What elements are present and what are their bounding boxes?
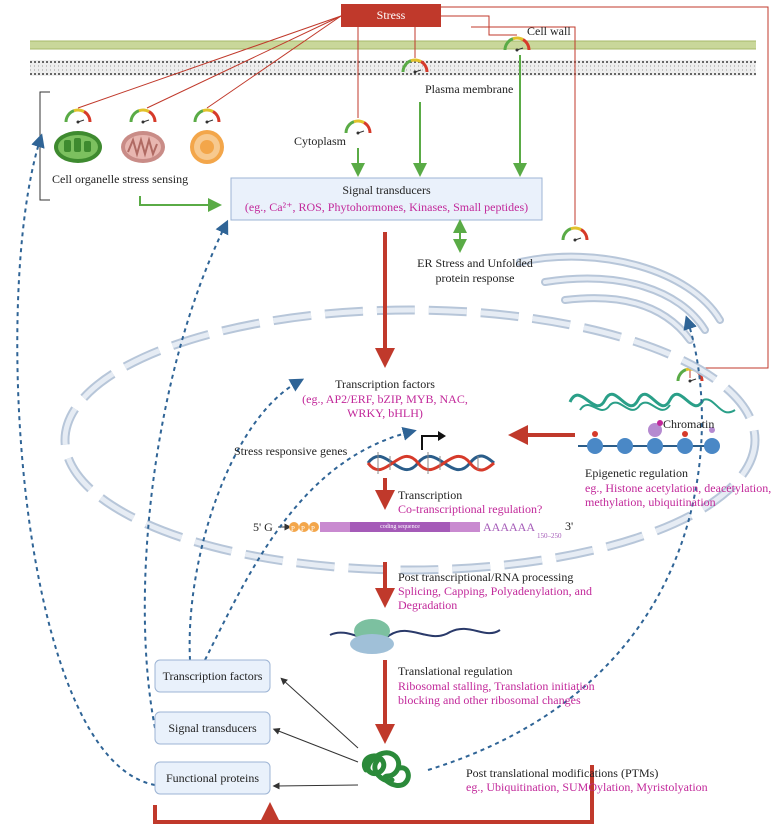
post-transcriptional-line1: Splicing, Capping, Polyadenylation, and <box>398 584 592 598</box>
translational-line1: Ribosomal stalling, Translation initiati… <box>398 679 595 693</box>
ppp-p1: P <box>291 525 295 533</box>
stress-box <box>341 4 441 27</box>
cell-wall-band <box>30 40 756 50</box>
ribosome-icon <box>329 619 501 654</box>
vacuole-icon <box>190 130 224 164</box>
output-st-label: Signal transducers <box>168 721 257 735</box>
post-transcriptional-line2: Degradation <box>398 598 458 612</box>
mitochondrion-icon <box>121 131 165 163</box>
polya-sub: 150–250 <box>537 532 562 540</box>
tf-box <box>154 659 271 693</box>
ppp-p2: P <box>301 525 305 533</box>
signal-transducers-title: Signal transducers <box>342 183 431 197</box>
ptm-title: Post translational modifications (PTMs) <box>466 766 659 780</box>
tf-nucleus-title: Transcription factors <box>335 377 435 391</box>
dna-icon <box>366 431 495 474</box>
feedback-arrows <box>16 133 703 786</box>
plasma-membrane-label: Plasma membrane <box>425 82 514 96</box>
gauge-icons <box>64 36 704 383</box>
polya-label: AAAAAA <box>483 520 535 534</box>
er-stress-line2: protein response <box>435 271 515 285</box>
organelle-bracket <box>39 91 50 201</box>
cytoplasm-label: Cytoplasm <box>294 134 347 148</box>
protein-icon <box>362 750 411 788</box>
er-stress-line1: ER Stress and Unfolded <box>417 256 533 270</box>
tf-nucleus-line2: WRKY, bHLH) <box>347 406 423 420</box>
mrna-strip <box>278 522 480 532</box>
mrna-3prime: 3' <box>565 519 574 533</box>
plasma-membrane-band <box>30 60 756 76</box>
signal-transducers-box <box>230 177 543 221</box>
output-arrows <box>272 677 359 790</box>
translational-line2: blocking and other ribosomal changes <box>398 693 581 707</box>
stress-lines <box>77 6 769 378</box>
mrna-5prime: 5' G <box>253 520 273 534</box>
output-tf-label: Transcription factors <box>162 669 263 683</box>
organelle-label: Cell organelle stress sensing <box>52 172 189 186</box>
chromatin-icon <box>568 392 736 414</box>
red-flow-arrows <box>153 232 594 824</box>
transcription-sub: Co-transcriptional regulation? <box>398 502 543 516</box>
tf-nucleus-line1: (eg., AP2/ERF, bZIP, MYB, NAC, <box>302 392 468 406</box>
output-fp-label: Functional proteins <box>166 771 259 785</box>
chromatin-label: Chromatin <box>663 417 715 431</box>
signal-transducers-examples: (eg., Ca²⁺, ROS, Phytohormones, Kinases,… <box>244 200 529 214</box>
ppp-p3: P <box>311 525 315 533</box>
translational-title: Translational regulation <box>398 664 513 678</box>
epigenetic-title: Epigenetic regulation <box>585 466 688 480</box>
transcription-title: Transcription <box>398 488 463 502</box>
nucleosome-icons <box>578 420 720 454</box>
post-transcriptional-title: Post transcriptional/RNA processing <box>398 570 574 584</box>
chloroplast-icon <box>54 131 102 163</box>
green-arrows <box>139 55 527 253</box>
fp-box <box>154 761 271 795</box>
epigenetic-line2: methylation, ubiquitination <box>585 495 716 509</box>
stress-label: Stress <box>376 8 406 22</box>
cell-wall-label: Cell wall <box>527 24 571 38</box>
ptm-line1: eg., Ubiquitination, SUMOylation, Myrist… <box>466 780 708 794</box>
coding-sequence-label: coding sequence <box>380 524 420 530</box>
st-box <box>154 711 271 745</box>
epigenetic-line1: eg., Histone acetylation, deacetylation, <box>585 481 772 495</box>
stress-genes-label: Stress responsive genes <box>234 444 348 458</box>
